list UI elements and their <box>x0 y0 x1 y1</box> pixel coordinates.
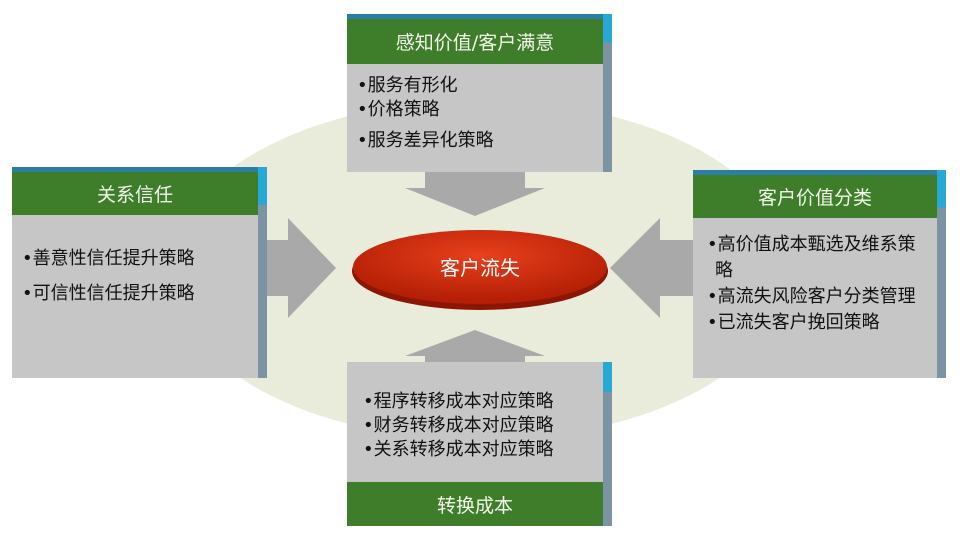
list-item: 善意性信任提升策略 <box>22 241 248 276</box>
list-item: 程序转移成本对应策略 <box>363 390 593 414</box>
arrow-right <box>258 218 336 318</box>
list-item: 高流失风险客户分类管理 <box>715 284 925 310</box>
list-item: 高价值成本甄选及维系策略 <box>715 232 925 284</box>
arrow-up <box>405 330 545 364</box>
list-item: 价格策略 <box>357 98 593 122</box>
bottom-box: 程序转移成本对应策略 财务转移成本对应策略 关系转移成本对应策略 转换成本 <box>347 362 612 526</box>
left-box-title: 关系信任 <box>12 167 258 215</box>
center-ellipse <box>353 230 607 304</box>
right-box: 客户价值分类 高价值成本甄选及维系策略 高流失风险客户分类管理 已流失客户挽回策… <box>693 170 946 378</box>
arrow-left <box>610 218 695 318</box>
bottom-box-title: 转换成本 <box>347 482 603 526</box>
list-item: 服务差异化策略 <box>357 129 593 153</box>
top-box-title: 感知价值/客户满意 <box>347 14 603 64</box>
list-item: 财务转移成本对应策略 <box>363 414 593 438</box>
list-item: 服务有形化 <box>357 74 593 98</box>
left-box: 关系信任 善意性信任提升策略 可信性信任提升策略 <box>12 167 267 378</box>
arrow-down <box>405 172 545 216</box>
right-box-title: 客户价值分类 <box>693 170 937 218</box>
list-item: 可信性信任提升策略 <box>22 276 248 311</box>
list-item: 已流失客户挽回策略 <box>715 310 925 336</box>
top-box: 感知价值/客户满意 服务有形化 价格策略 服务差异化策略 <box>347 14 612 172</box>
center-label: 客户流失 <box>440 256 520 280</box>
list-item: 关系转移成本对应策略 <box>363 438 593 462</box>
